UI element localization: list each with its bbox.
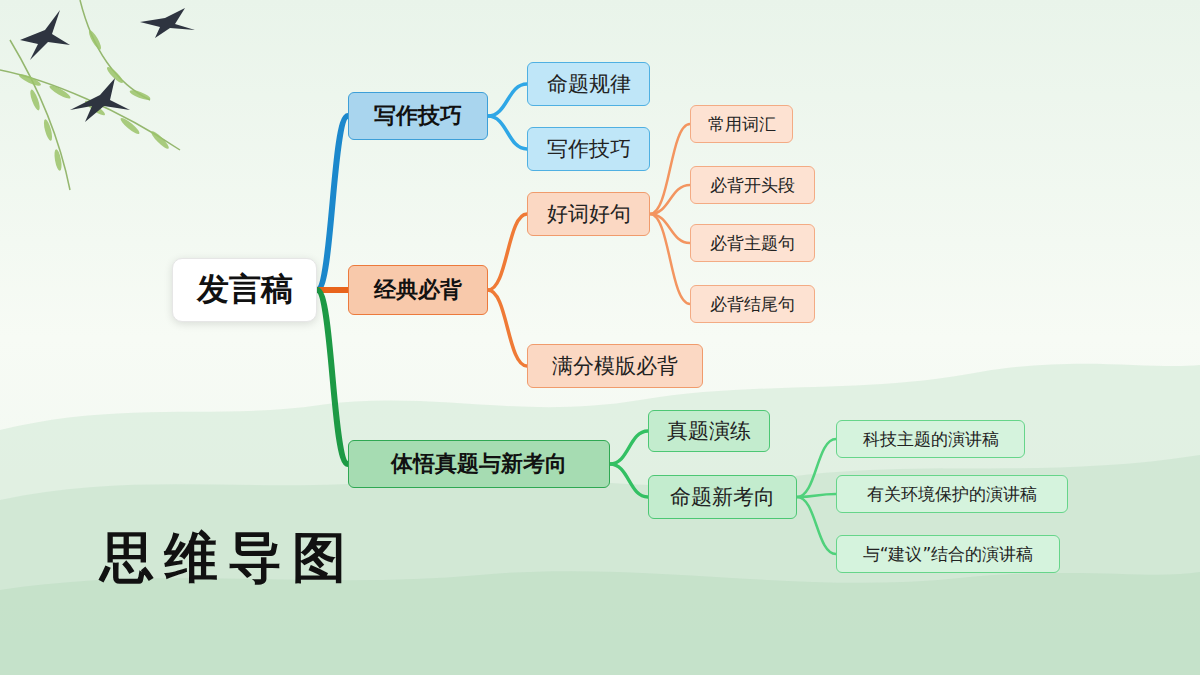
topic-box: 命题新考向 [648,475,797,519]
topic-box: 与“建议”结合的演讲稿 [836,535,1060,573]
topic-text: 写作技巧 [374,101,462,131]
topic-text: 必背开头段 [710,174,795,197]
branch-connector [610,464,648,497]
topic-box: 命题规律 [527,62,650,106]
topic-text: 必背结尾句 [710,293,795,316]
branch-connector [317,290,348,464]
branch-connector [488,116,527,149]
branch-connector [797,497,836,554]
topic-box: 真题演练 [648,410,770,452]
topic-text: 必背主题句 [710,232,795,255]
topic-box: 满分模版必背 [527,344,703,388]
topic-box: 必背开头段 [690,166,815,204]
topic-box: 科技主题的演讲稿 [836,420,1025,458]
topic-text: 好词好句 [547,200,631,228]
topic-box: 有关环境保护的演讲稿 [836,475,1068,513]
topic-box: 常用词汇 [690,105,793,143]
branch-connector [317,116,348,290]
topic-text: 体悟真题与新考向 [391,449,567,479]
topic-box: 写作技巧 [348,92,488,140]
topic-text: 命题规律 [547,70,631,98]
branch-connector [650,124,690,214]
topic-box: 必背主题句 [690,224,815,262]
root-topic: 发言稿 [172,258,317,322]
topic-box: 写作技巧 [527,127,650,171]
topic-box: 好词好句 [527,192,650,236]
topic-text: 常用词汇 [708,113,776,136]
slide-label: 思维导图 [100,522,356,595]
branch-connector [610,431,648,464]
topic-text: 命题新考向 [670,483,775,511]
topic-text: 经典必背 [374,275,462,305]
branch-connector [650,214,690,304]
branch-connector [797,439,836,497]
topic-text: 真题演练 [667,417,751,445]
topic-text: 满分模版必背 [552,352,678,380]
topic-text: 与“建议”结合的演讲稿 [863,543,1034,566]
topic-box: 必背结尾句 [690,285,815,323]
branch-connector [488,214,527,290]
topic-text: 科技主题的演讲稿 [863,428,999,451]
branch-connector [488,84,527,116]
topic-text: 写作技巧 [547,135,631,163]
topic-box: 经典必背 [348,265,488,315]
branch-connector [488,290,527,366]
branch-connector [650,185,690,214]
topic-text: 有关环境保护的演讲稿 [867,483,1037,506]
branch-connector [797,494,836,497]
topic-text: 发言稿 [197,268,293,312]
topic-box: 体悟真题与新考向 [348,440,610,488]
